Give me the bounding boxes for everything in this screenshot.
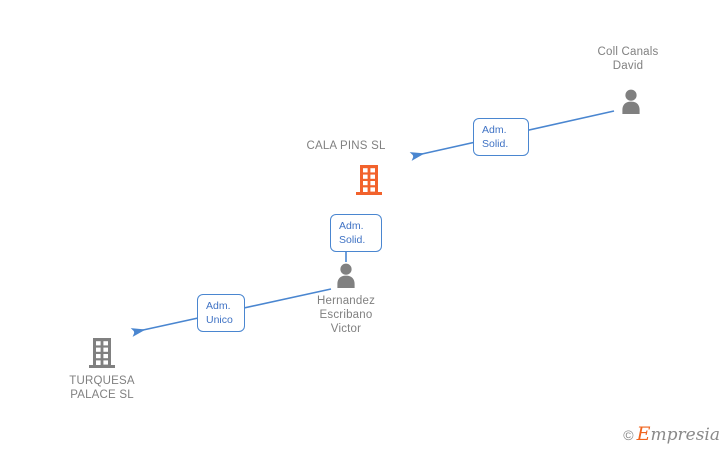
node-label-coll-canals-david: Coll Canals David [597, 46, 659, 72]
edge-badge-hernandez-to-turquesa[interactable]: Adm. Unico [197, 294, 245, 332]
copyright-icon: © [623, 427, 634, 443]
empresia-watermark: © E mpresia [623, 425, 720, 444]
person-icon[interactable] [618, 88, 644, 114]
brand-initial: E [636, 423, 651, 445]
building-icon[interactable] [86, 337, 118, 369]
person-icon[interactable] [333, 262, 359, 288]
edge-badge-cala-to-hernandez[interactable]: Adm. Solid. [330, 214, 382, 252]
building-icon[interactable] [353, 164, 385, 196]
edge-badge-coll-to-cala[interactable]: Adm. Solid. [473, 118, 529, 156]
node-label-cala-pins-sl: CALA PINS SL [306, 140, 386, 152]
node-label-hernandez-escribano-victor: Hernandez Escribano Victor [316, 295, 376, 335]
brand-name: mpresia [650, 425, 721, 445]
node-label-turquesa-palace-sl: TURQUESA PALACE SL [69, 375, 135, 401]
